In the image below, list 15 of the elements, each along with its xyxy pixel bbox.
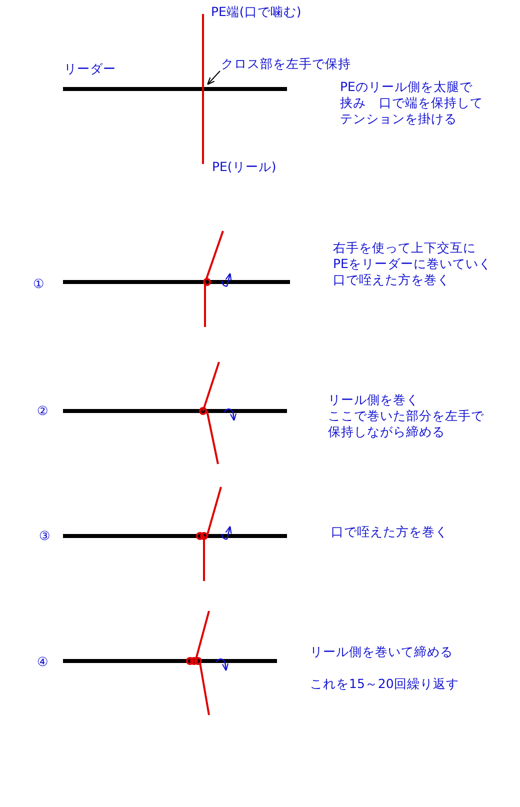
step-number: ① <box>33 276 44 292</box>
instruction-text: 口で咥えた方を巻く <box>331 524 448 540</box>
step-number: ④ <box>37 654 48 670</box>
step-number: ③ <box>39 528 50 544</box>
line-label: PE(リール) <box>212 159 276 175</box>
instruction-text: 右手を使って上下交互にPEをリーダーに巻いていく口で咥えた方を巻く <box>333 240 492 288</box>
line-label: PE端(口で噛む) <box>211 4 302 20</box>
instruction-text: リール側を巻くここで巻いた部分を左手で保持しながら締める <box>328 392 484 440</box>
line-label: リーダー <box>64 61 116 77</box>
leader-line <box>207 70 220 86</box>
callout-text: クロス部を左手で保持 <box>221 56 351 72</box>
instruction-text: PEのリール側を太腿で挟み 口で端を保持してテンションを掛ける <box>340 79 483 127</box>
instruction-text: これを15～20回繰り返す <box>310 676 459 692</box>
instruction-text: リール側を巻いて締める <box>310 644 453 660</box>
step-number: ② <box>37 403 48 419</box>
